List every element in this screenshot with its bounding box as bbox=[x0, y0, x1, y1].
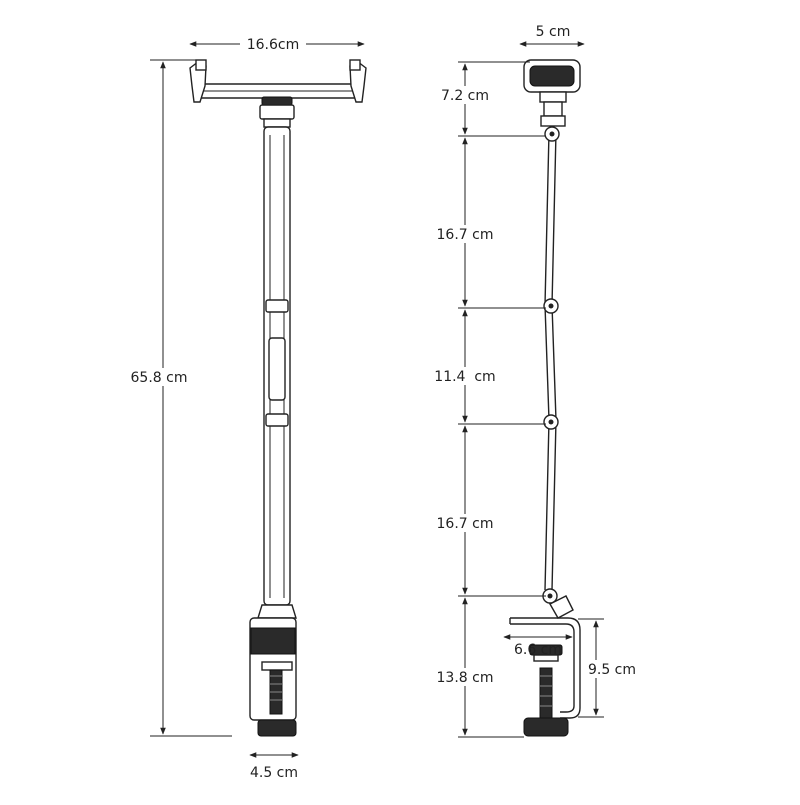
front-view: 16.6cm 65.8 cm 4.5 cm bbox=[125, 36, 367, 781]
front-tablet-holder bbox=[189, 59, 367, 128]
dim-seg-base: 13.8 cm bbox=[437, 670, 494, 686]
dim-clamp-depth: 6.6 cm bbox=[514, 642, 562, 658]
side-tablet-holder bbox=[523, 59, 581, 127]
side-clamp bbox=[509, 617, 581, 737]
dim-holder-width: 5 cm bbox=[536, 24, 571, 40]
dim-seg-arm1: 16.7 cm bbox=[437, 227, 494, 243]
dim-clamp-opening: 9.5 cm bbox=[588, 662, 636, 678]
front-arm-column bbox=[263, 126, 291, 606]
dim-seg-arm3: 16.7 cm bbox=[437, 516, 494, 532]
dim-seg-arm2: 11.4 cm bbox=[434, 369, 495, 385]
dim-seg-top: 7.2 cm bbox=[441, 88, 489, 104]
side-view: 5 cm 7.2 cm 16.7 cm 11.4 cm 16.7 cm 13.8… bbox=[432, 24, 640, 738]
dim-front-width: 16.6cm bbox=[247, 37, 300, 53]
dim-total-height: 65.8 cm bbox=[131, 370, 188, 386]
front-clamp bbox=[249, 604, 297, 737]
dim-clamp-width: 4.5 cm bbox=[250, 765, 298, 781]
side-arm bbox=[542, 126, 574, 619]
